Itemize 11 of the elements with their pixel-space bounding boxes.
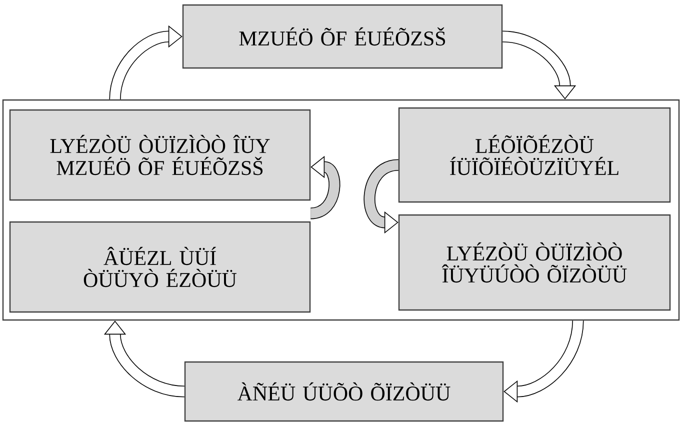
text-box: LYÉZÒÜ ÒÜÏZÌÒÒ ÎÜY MZUÉÖ ÕF ÉUÉÕZSŠ: [9, 109, 311, 201]
text-box: ÀÑÉÜ ÚÜÕÒ ÕÏZÒÜÜ: [184, 361, 504, 422]
block-arrow: [109, 25, 182, 100]
block-arrow: [502, 30, 576, 100]
block-arrow: [364, 159, 400, 234]
text-box: LYÉZÒÜ ÒÜÏZÌÒÒ ÎÜYÜÚÒÒ ÕÏZÒÜÜ: [398, 214, 671, 311]
text-box: MZUÉÖ ÕF ÉUÉÕZSŠ: [182, 4, 503, 69]
text-box: LÉÕÏÕÉZÒÜ ÍÜÏÕÏÉÒÜZÏÜYÉL: [398, 107, 671, 203]
text-box: ÂÜÉZL ÙÜÍ ÒÜÜYÒ ÉZÒÜÜ: [9, 221, 311, 313]
block-arrow: [104, 320, 185, 398]
block-arrow: [504, 320, 584, 403]
